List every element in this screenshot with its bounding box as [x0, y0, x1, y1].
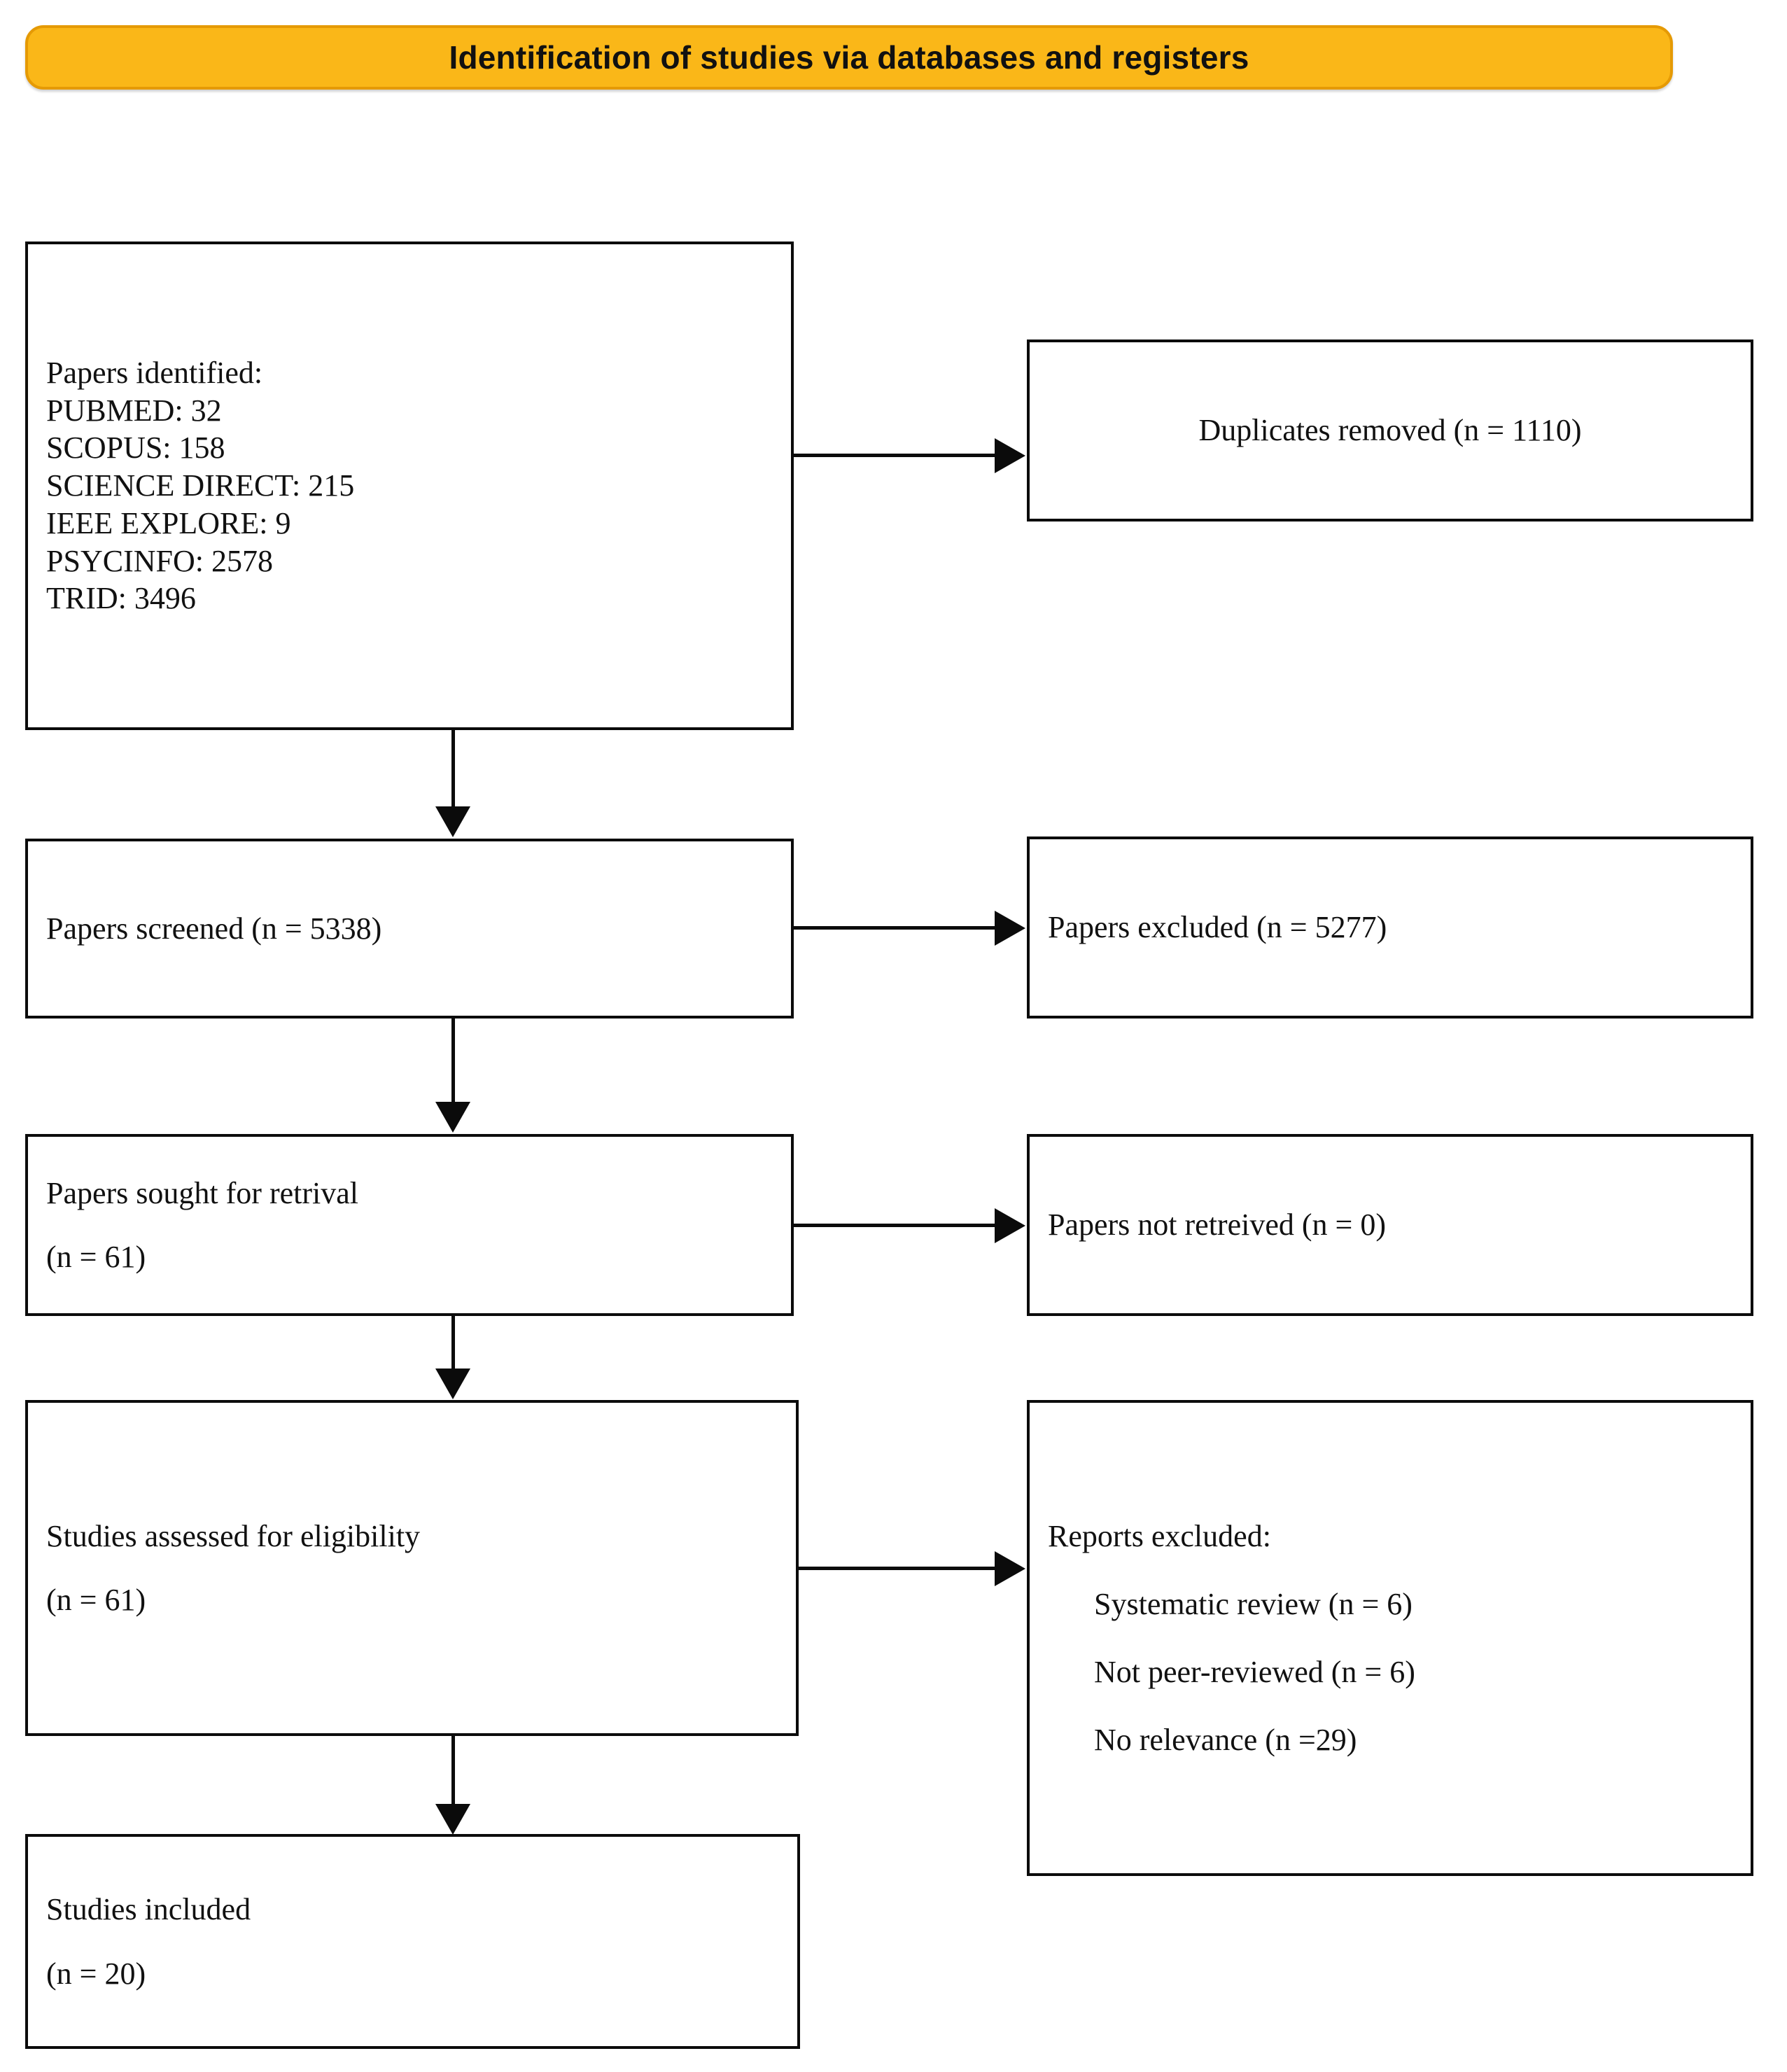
- duplicates-removed-body: Duplicates removed (n = 1110): [1030, 410, 1751, 450]
- box-reports-excluded: Reports excluded: Systematic review (n =…: [1027, 1400, 1753, 1876]
- papers-identified-heading: Papers identified:: [46, 356, 263, 391]
- reason-no-relevance: No relevance (n =29): [1094, 1723, 1357, 1758]
- papers-screened-label: Papers screened (n = 5338): [46, 911, 382, 946]
- arrowhead-sought-to-not-retrieved: [995, 1208, 1025, 1243]
- diagram-title: Identification of studies via databases …: [449, 39, 1249, 76]
- connector-identified-to-duplicates: [794, 454, 997, 457]
- studies-included-body: Studies included (n = 20): [28, 1889, 797, 1993]
- papers-not-retrieved-body: Papers not retreived (n = 0): [1030, 1205, 1751, 1245]
- box-papers-screened: Papers screened (n = 5338): [25, 839, 794, 1018]
- papers-excluded-body: Papers excluded (n = 5277): [1030, 907, 1751, 947]
- box-studies-assessed: Studies assessed for eligibility (n = 61…: [25, 1400, 799, 1736]
- source-count-psycinfo: PSYCINFO: 2578: [46, 543, 273, 578]
- box-studies-included: Studies included (n = 20): [25, 1834, 800, 2049]
- connector-screened-to-excluded: [794, 926, 997, 930]
- source-count-trid: TRID: 3496: [46, 581, 196, 616]
- papers-sought-body: Papers sought for retrival (n = 61): [28, 1173, 791, 1277]
- papers-excluded-label: Papers excluded (n = 5277): [1048, 910, 1387, 945]
- arrowhead-identified-to-screened: [435, 806, 470, 837]
- arrowhead-screened-to-excluded: [995, 911, 1025, 946]
- duplicates-removed-label: Duplicates removed (n = 1110): [1198, 413, 1582, 448]
- box-papers-identified: Papers identified: PUBMED: 32 SCOPUS: 15…: [25, 241, 794, 730]
- papers-sought-count: (n = 61): [46, 1240, 146, 1274]
- papers-identified-body: Papers identified: PUBMED: 32 SCOPUS: 15…: [28, 354, 791, 617]
- arrowhead-screened-to-sought: [435, 1102, 470, 1133]
- box-papers-excluded: Papers excluded (n = 5277): [1027, 836, 1753, 1018]
- diagram-header-banner: Identification of studies via databases …: [25, 25, 1673, 90]
- box-papers-sought-for-retrieval: Papers sought for retrival (n = 61): [25, 1134, 794, 1316]
- reason-not-peer-reviewed: Not peer-reviewed (n = 6): [1094, 1655, 1415, 1689]
- reason-systematic-review: Systematic review (n = 6): [1094, 1586, 1413, 1621]
- connector-screened-to-sought: [451, 1018, 455, 1104]
- box-duplicates-removed: Duplicates removed (n = 1110): [1027, 340, 1753, 522]
- source-count-scopus: SCOPUS: 158: [46, 430, 225, 465]
- connector-identified-to-screened: [451, 730, 455, 808]
- source-count-science-direct: SCIENCE DIRECT: 215: [46, 468, 355, 503]
- connector-sought-to-assessed: [451, 1316, 455, 1371]
- studies-included-label: Studies included: [46, 1892, 251, 1927]
- source-count-pubmed: PUBMED: 32: [46, 393, 222, 428]
- studies-assessed-label: Studies assessed for eligibility: [46, 1518, 421, 1553]
- studies-included-count: (n = 20): [46, 1956, 146, 1991]
- papers-screened-body: Papers screened (n = 5338): [28, 909, 791, 948]
- papers-sought-label: Papers sought for retrival: [46, 1175, 358, 1210]
- reports-excluded-heading: Reports excluded:: [1048, 1518, 1271, 1553]
- reports-excluded-body: Reports excluded: Systematic review (n =…: [1030, 1516, 1751, 1760]
- box-papers-not-retrieved: Papers not retreived (n = 0): [1027, 1134, 1753, 1316]
- arrowhead-assessed-to-reports-excluded: [995, 1551, 1025, 1586]
- connector-assessed-to-reports-excluded: [799, 1567, 997, 1570]
- arrowhead-assessed-to-included: [435, 1804, 470, 1835]
- papers-not-retrieved-label: Papers not retreived (n = 0): [1048, 1208, 1386, 1242]
- source-count-ieee-explore: IEEE EXPLORE: 9: [46, 505, 291, 540]
- connector-sought-to-not-retrieved: [794, 1224, 997, 1227]
- connector-assessed-to-included: [451, 1736, 455, 1806]
- studies-assessed-body: Studies assessed for eligibility (n = 61…: [28, 1516, 796, 1620]
- arrowhead-sought-to-assessed: [435, 1368, 470, 1399]
- arrowhead-identified-to-duplicates: [995, 438, 1025, 473]
- studies-assessed-count: (n = 61): [46, 1583, 146, 1617]
